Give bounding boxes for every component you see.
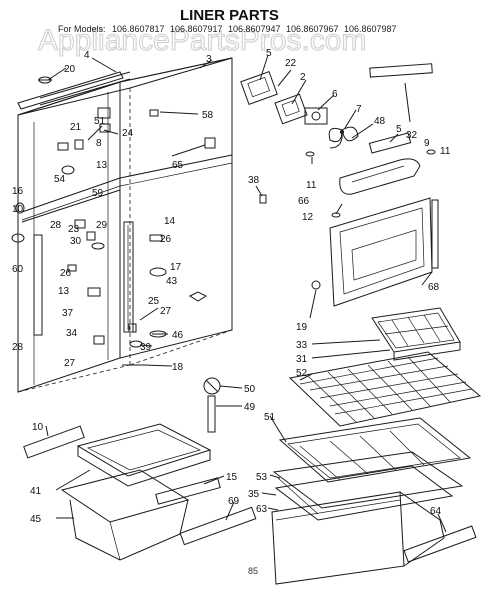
callout-label: 15 [226,472,238,483]
callout-label: 39 [140,342,152,353]
model-number: 106.8607917 [170,24,223,34]
callout-numbers: 20 4 3 5 22 2 6 7 48 5 32 9 11 58 21 51 … [12,48,451,525]
callout-label: 18 [172,362,184,373]
callout-label: 35 [248,489,260,500]
callout-label: 54 [54,174,66,185]
callout-label: 12 [302,212,314,223]
callout-label: 28 [12,342,24,353]
callout-label: 29 [96,220,108,231]
callout-label: 8 [96,138,102,149]
callout-label: 50 [244,384,256,395]
wire-shelf [288,351,482,427]
callout-label: 65 [172,160,184,171]
callout-label: 13 [58,286,70,297]
callout-label: 30 [70,236,82,247]
model-number: 106.8607817 [112,24,165,34]
callout-label: 13 [96,160,108,171]
callout-label: 4 [84,50,90,61]
callout-label: 5 [396,124,402,135]
callout-label: 48 [374,116,386,127]
callout-label: 59 [92,188,104,199]
watermark: AppliancePartsPros.com [38,24,366,57]
callout-label: 51 [94,116,106,127]
callout-label: 11 [440,146,451,157]
callout-label: 63 [256,504,268,515]
callout-label: 66 [298,196,310,207]
models-label: For Models: [58,24,106,34]
callout-label: 23 [68,224,80,235]
callout-label: 7 [356,104,362,115]
control-knob [203,377,221,433]
callout-label: 6 [332,89,338,100]
callout-label: 32 [406,130,418,141]
page-number: 85 [248,566,258,576]
callout-label: 24 [122,128,134,139]
callout-label: 10 [12,204,24,215]
model-number: 106.8607967 [286,24,339,34]
callout-label: 53 [256,472,268,483]
callout-label: 64 [430,506,442,517]
callout-label: 10 [32,422,44,433]
left-shelf-stack [23,423,221,561]
callout-label: 52 [296,368,308,379]
callout-label: 43 [166,276,178,287]
air-duct-panel [311,197,439,307]
callout-label: 19 [296,322,308,333]
leader-lines [45,54,447,533]
callout-label: 33 [296,340,308,351]
callout-label: 46 [172,330,184,341]
callout-label: 22 [285,58,297,69]
callout-label: 45 [30,514,42,525]
ice-tray [371,307,461,361]
callout-label: 20 [64,64,76,75]
callout-label: 27 [160,306,172,317]
callout-label: 21 [70,122,82,133]
callout-label: 34 [66,328,78,339]
callout-label: 16 [12,186,24,197]
callout-label: 31 [296,354,308,365]
callout-label: 5 [266,48,272,59]
callout-label: 2 [300,72,306,83]
callout-label: 69 [228,496,240,507]
callout-label: 37 [62,308,74,319]
callout-label: 9 [424,138,430,149]
model-number: 106.8607947 [228,24,281,34]
cabinet-hardware [11,76,267,366]
callout-label: 3 [206,54,212,65]
callout-label: 49 [244,402,256,413]
callout-label: 26 [60,268,72,279]
callout-label: 41 [30,486,42,497]
fan-assembly [240,63,436,218]
page-title: LINER PARTS [180,7,279,24]
callout-label: 60 [12,264,24,275]
callout-label: 27 [64,358,76,369]
callout-label: 26 [160,234,172,245]
callout-label: 28 [50,220,62,231]
callout-label: 51 [264,412,276,423]
callout-label: 14 [164,216,176,227]
callout-label: 68 [428,282,440,293]
callout-label: 58 [202,110,214,121]
callout-label: 25 [148,296,160,307]
callout-label: 11 [306,180,317,191]
callout-label: 17 [170,262,182,273]
right-shelf-stack [179,417,477,585]
liner-cabinet [17,57,233,393]
model-number: 106.8607987 [344,24,397,34]
callout-label: 38 [248,175,260,186]
